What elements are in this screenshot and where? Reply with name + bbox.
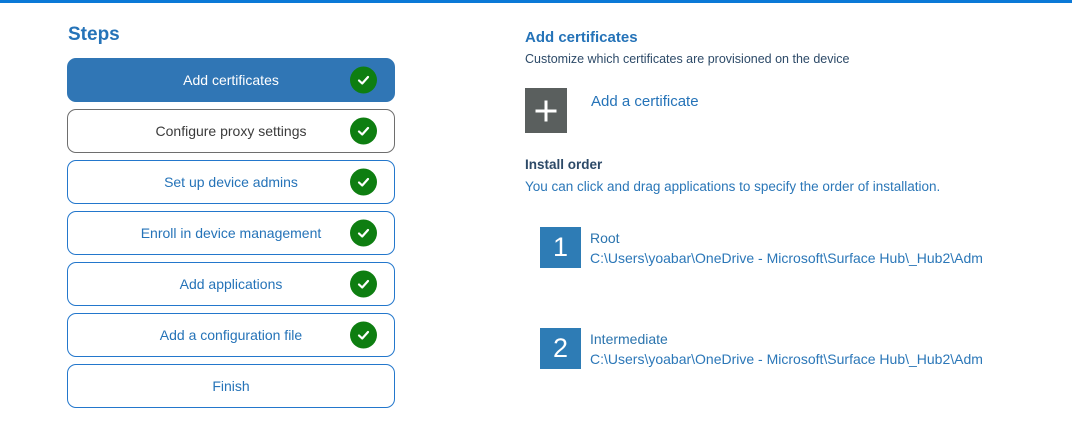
certificate-name: Intermediate: [590, 331, 668, 347]
add-certificate-label: Add a certificate: [591, 93, 699, 110]
check-icon: [350, 219, 377, 247]
step-label: Configure proxy settings: [155, 123, 307, 139]
certificate-name: Root: [590, 230, 620, 246]
section-title: Add certificates: [525, 29, 638, 46]
steps-heading: Steps: [68, 24, 120, 45]
certificate-path: C:\Users\yoabar\OneDrive - Microsoft\Sur…: [590, 351, 983, 367]
order-number-badge: 1: [540, 227, 581, 268]
step-label: Add certificates: [183, 72, 279, 88]
step-label: Enroll in device management: [140, 225, 322, 241]
step-add-a-configuration-file[interactable]: Add a configuration file: [67, 313, 395, 357]
check-icon: [350, 66, 377, 94]
add-certificate-button[interactable]: Add a certificate: [525, 88, 699, 133]
section-subtitle: Customize which certificates are provisi…: [525, 52, 850, 66]
step-enroll-in-device-management[interactable]: Enroll in device management: [67, 211, 395, 255]
step-add-applications[interactable]: Add applications: [67, 262, 395, 306]
install-item-root[interactable]: 1 Root C:\Users\yoabar\OneDrive - Micros…: [540, 227, 1008, 268]
check-icon: [350, 270, 377, 298]
order-number-badge: 2: [540, 328, 581, 369]
step-finish[interactable]: Finish: [67, 364, 395, 408]
check-icon: [350, 321, 377, 349]
step-label: Set up device admins: [164, 174, 298, 190]
certificate-path: C:\Users\yoabar\OneDrive - Microsoft\Sur…: [590, 250, 983, 266]
install-item-text: Root C:\Users\yoabar\OneDrive - Microsof…: [590, 227, 1008, 268]
step-label: Add applications: [179, 276, 283, 292]
check-icon: [350, 168, 377, 196]
install-order-description: You can click and drag applications to s…: [525, 179, 941, 194]
step-configure-proxy-settings[interactable]: Configure proxy settings: [67, 109, 395, 153]
check-icon: [350, 117, 377, 145]
step-add-certificates[interactable]: Add certificates: [67, 58, 395, 102]
step-label: Finish: [212, 378, 250, 394]
step-label: Add a configuration file: [159, 327, 303, 343]
top-accent-line: [0, 0, 1072, 3]
install-item-intermediate[interactable]: 2 Intermediate C:\Users\yoabar\OneDrive …: [540, 328, 1008, 369]
install-item-text: Intermediate C:\Users\yoabar\OneDrive - …: [590, 328, 1008, 369]
step-set-up-device-admins[interactable]: Set up device admins: [67, 160, 395, 204]
install-order-heading: Install order: [525, 157, 603, 172]
plus-icon[interactable]: [525, 88, 567, 133]
steps-list: Add certificates Configure proxy setting…: [67, 58, 395, 408]
